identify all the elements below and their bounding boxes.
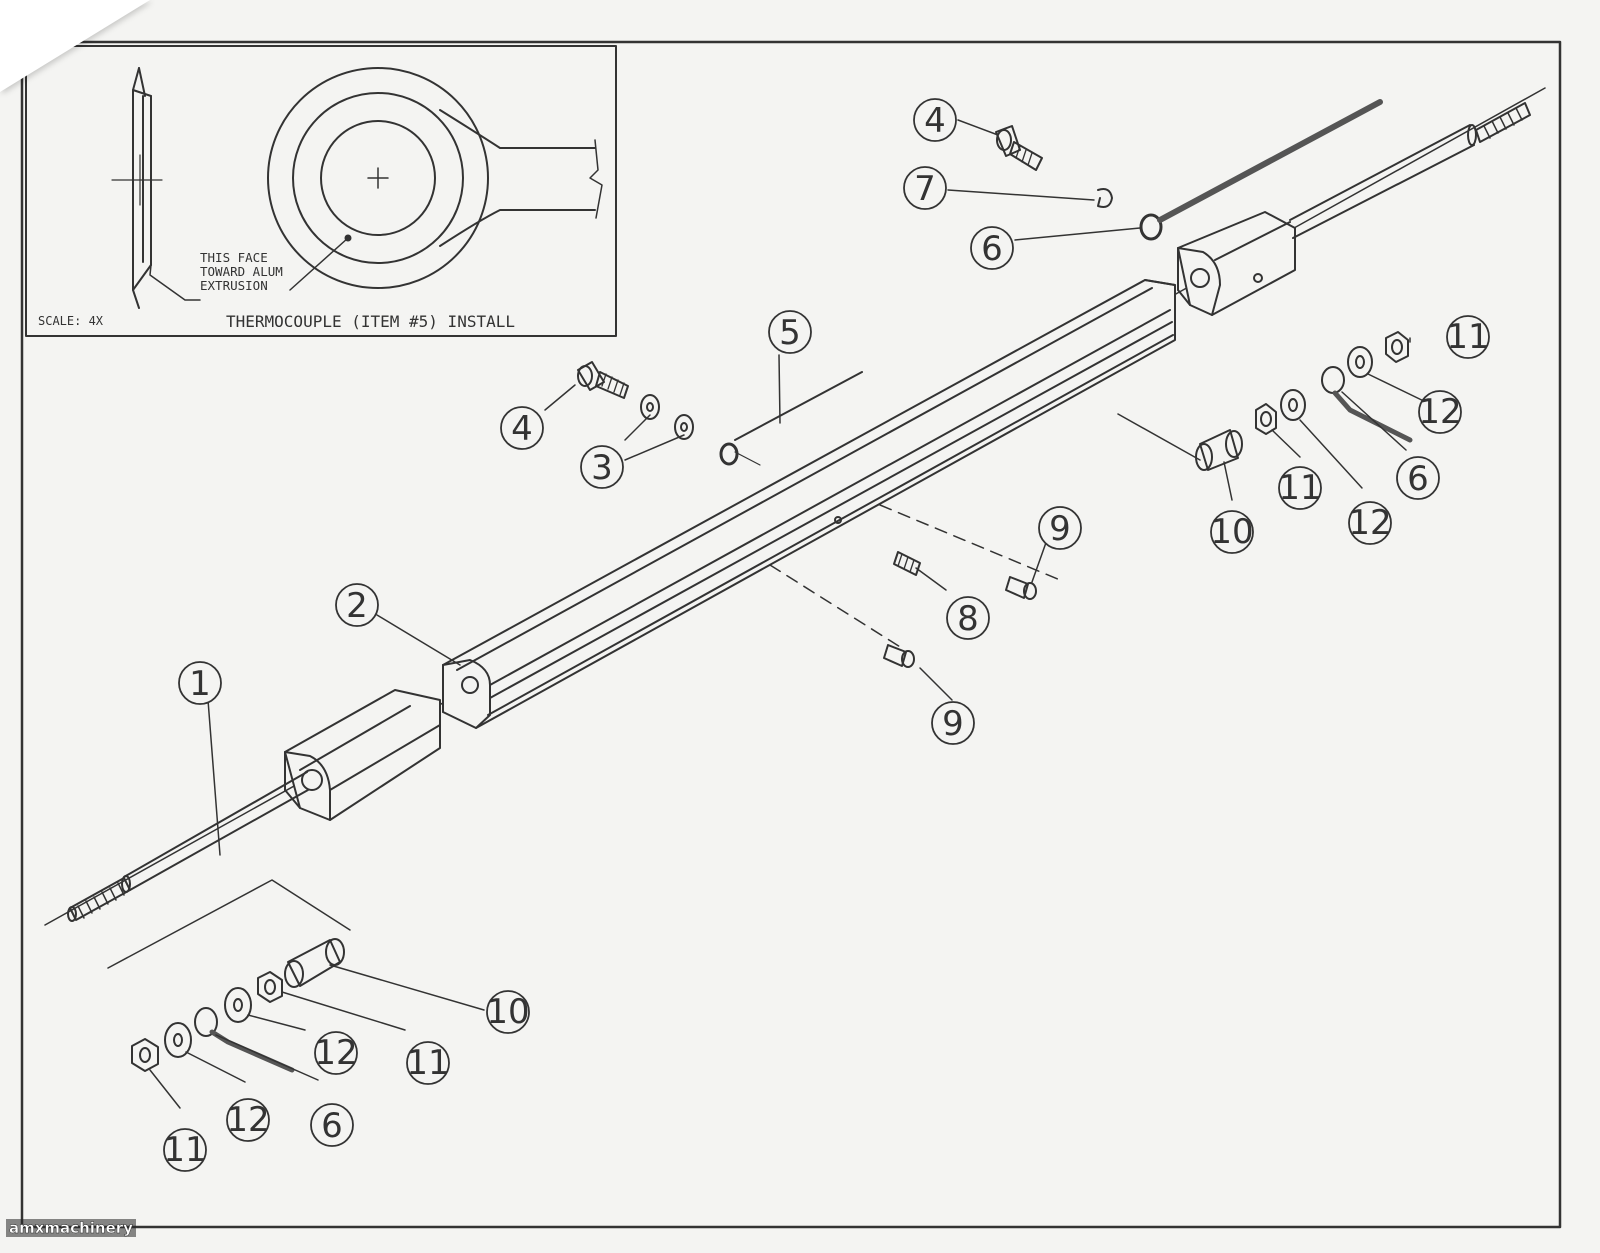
- washer-left-2: [674, 414, 694, 440]
- nut-left-1: [257, 971, 283, 1003]
- washer-right-2: [1347, 346, 1373, 378]
- leader-lines: [149, 119, 1433, 1109]
- inset-frame: [25, 45, 617, 337]
- balloon-12-right-top: 12: [1418, 392, 1461, 432]
- balloon-11-right-top: 11: [1446, 317, 1489, 357]
- washer-left-4: [164, 1022, 192, 1058]
- ring-terminal-right: [1321, 366, 1413, 443]
- inset-note-line-3: EXTRUSION: [200, 278, 268, 293]
- page-corner-fold: [0, 0, 150, 92]
- inset-title: THERMOCOUPLE (ITEM #5) INSTALL: [226, 312, 515, 331]
- balloon-11-left-lower: 11: [163, 1130, 206, 1170]
- spacer-left: [284, 938, 345, 988]
- aluminum-extrusion: [442, 279, 1176, 729]
- nut-left-2: [131, 1038, 159, 1072]
- balloon-3: 3: [591, 448, 613, 488]
- balloon-8: 8: [957, 599, 979, 639]
- balloon-9-upper: 9: [1049, 509, 1071, 549]
- balloon-11-left-upper: 11: [406, 1043, 449, 1083]
- balloon-6-top: 6: [981, 229, 1003, 269]
- cap-screw-top: [995, 125, 1043, 171]
- washer-left-1: [640, 394, 660, 420]
- ring-terminal-top: [1139, 99, 1383, 241]
- socket-screw-lower: [883, 644, 915, 668]
- washer-right-1: [1280, 389, 1306, 421]
- balloon-1: 1: [189, 664, 211, 704]
- inset-note-line-2: TOWARD ALUM: [200, 264, 283, 279]
- drawing-border: [20, 40, 1562, 1229]
- balloon-9-lower: 9: [942, 704, 964, 744]
- balloon-4-top: 4: [924, 101, 946, 141]
- balloon-10-left: 10: [486, 992, 529, 1032]
- socket-screw-right: [1005, 576, 1037, 600]
- balloon-6-right: 6: [1407, 459, 1429, 499]
- inset-note-line-1: THIS FACE: [200, 250, 268, 265]
- inset-detail: THIS FACE TOWARD ALUM EXTRUSION SCALE: 4…: [25, 45, 617, 337]
- balloon-12-left-upper: 12: [314, 1033, 357, 1073]
- nut-right-2: [1385, 331, 1409, 363]
- ring-front-view: [267, 67, 603, 291]
- balloon-2: 2: [346, 586, 368, 626]
- balloon-7: 7: [914, 169, 936, 209]
- watermark: amxmachinery: [6, 1219, 136, 1237]
- right-end-block: [1177, 211, 1296, 316]
- balloon-5: 5: [779, 313, 801, 353]
- nut-right-1: [1255, 403, 1277, 435]
- lock-washer: [1097, 188, 1113, 208]
- ring-side-view: [111, 67, 201, 309]
- left-rod: [67, 771, 309, 922]
- balloon-12-left-lower: 12: [226, 1100, 269, 1140]
- balloon-11-right-bottom: 11: [1278, 468, 1321, 508]
- spacer-right: [1195, 429, 1243, 471]
- right-rod: [1289, 102, 1531, 239]
- set-screw: [893, 551, 921, 576]
- cap-screw-left: [577, 361, 629, 399]
- inset-scale-label: SCALE: 4X: [38, 314, 104, 328]
- left-end-block: [284, 689, 441, 821]
- balloon-labels: 1 2 3 4 4 5 6 6 6 7 8 9 9 10 10 11 11 11…: [163, 101, 1489, 1170]
- balloon-12-right-bottom: 12: [1348, 503, 1391, 543]
- washer-left-3: [224, 987, 252, 1023]
- ring-terminal-left: [194, 1007, 295, 1073]
- balloon-6-left: 6: [321, 1106, 343, 1146]
- thermocouple: [719, 371, 863, 466]
- balloon-10-right: 10: [1210, 512, 1253, 552]
- item-balloons: [163, 98, 1490, 1172]
- balloon-4-left: 4: [511, 409, 533, 449]
